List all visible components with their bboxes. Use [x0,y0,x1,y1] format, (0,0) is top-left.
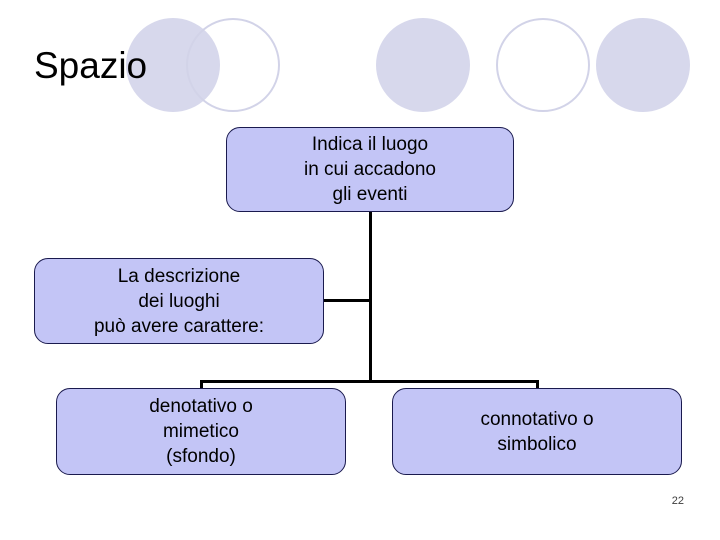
node-bottom-right-line-1: connotativo o [480,408,594,430]
node-top-line-2: in cui accadono [303,159,437,180]
node-connotativo[interactable]: connotativo o simbolico [392,388,682,475]
decorative-circle-4 [496,18,590,112]
node-bottom-left-line-2: mimetico [162,421,239,442]
node-bottom-left-line-3: (sfondo) [166,446,236,467]
connector-left-branch [322,299,372,302]
node-left-line-1: La descrizione [117,265,241,287]
node-top-line-1: Indica il luogo [311,134,429,155]
connector-drop-bottom-right [536,380,539,389]
node-left-line-2: dei luoghi [138,290,220,312]
node-indica-il-luogo[interactable]: Indica il luogo in cui accadono gli even… [226,127,514,212]
decorative-circle-3 [376,18,470,112]
node-top-text: Indica il luogo in cui accadono gli even… [227,132,513,207]
node-denotativo[interactable]: denotativo o mimetico (sfondo) [56,388,346,475]
decorative-circle-2 [186,18,280,112]
node-bottom-left-line-1: denotativo o [149,396,253,417]
node-bottom-right-line-2: simbolico [497,433,577,455]
connector-drop-bottom-left [200,380,203,389]
node-la-descrizione[interactable]: La descrizione dei luoghi può avere cara… [34,258,324,344]
node-left-line-3: può avere carattere: [93,315,265,337]
connector-trunk-vertical [369,211,372,383]
node-bottom-right-text: connotativo o simbolico [393,407,681,457]
node-top-line-3: gli eventi [332,184,408,205]
node-bottom-left-text: denotativo o mimetico (sfondo) [57,394,345,469]
decorative-circle-5 [596,18,690,112]
node-left-text: La descrizione dei luoghi può avere cara… [35,264,323,339]
page-number: 22 [671,495,684,507]
slide-title: Spazio [34,45,148,86]
connector-split-bar [200,380,539,383]
